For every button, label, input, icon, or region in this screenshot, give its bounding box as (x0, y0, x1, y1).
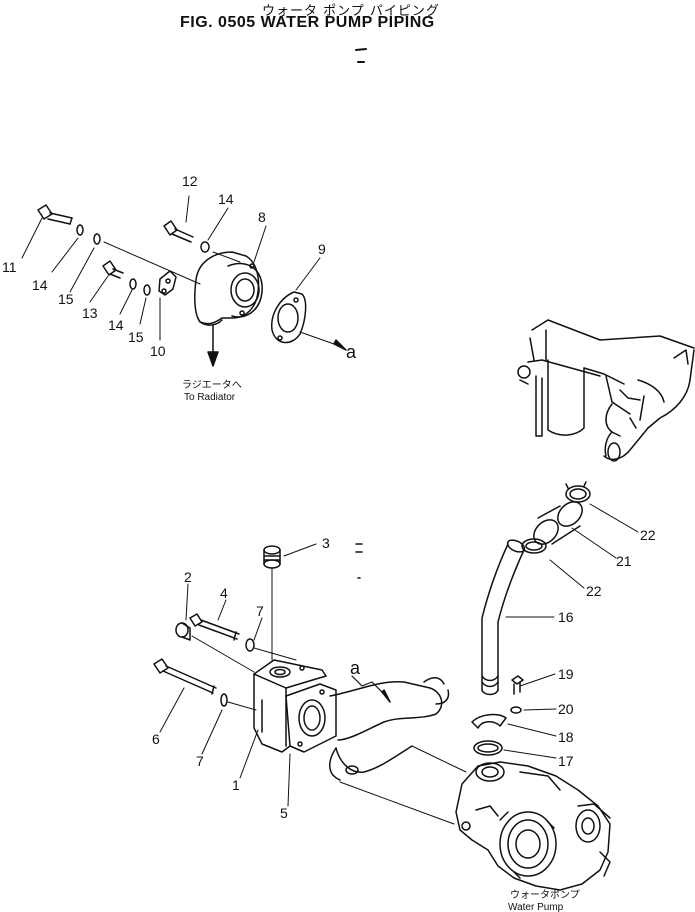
washer-7b (220, 693, 228, 707)
callout-7b: 7 (196, 753, 204, 769)
plug-3 (263, 545, 281, 569)
washer-15b (143, 284, 151, 296)
callout-2: 2 (184, 569, 192, 585)
callout-5: 4 (220, 585, 228, 601)
ref-arrow-a-upper (333, 339, 347, 351)
ref-label-a-upper: a (346, 342, 357, 362)
bolt-13 (102, 260, 124, 279)
callout-19: 19 (558, 666, 574, 682)
callout-14c: 14 (218, 191, 234, 207)
callout-7a: 7 (256, 603, 264, 619)
title-japanese: ウォータ ポンプ パイピング (262, 4, 440, 19)
callout-20: 20 (558, 701, 574, 717)
callout-6: 6 (152, 731, 160, 747)
callout-9: 9 (318, 241, 326, 257)
callout-8: 8 (258, 209, 266, 225)
bolt-5 (189, 613, 240, 641)
callout-21: 21 (616, 553, 632, 569)
to-radiator-en: To Radiator (184, 392, 236, 403)
plug-2 (175, 622, 191, 641)
bolt-12 (163, 220, 194, 243)
gasket-9 (271, 291, 307, 344)
callout-16: 16 (558, 609, 574, 625)
water-pump (455, 761, 611, 891)
bypass-pipe (329, 677, 450, 781)
ref-label-a-lower: a (350, 658, 361, 678)
callout-15b: 15 (128, 329, 144, 345)
callout-12: 12 (182, 173, 198, 189)
callout-22b: 22 (586, 583, 602, 599)
callout-3: 3 (322, 535, 330, 551)
clamp-22-lower (521, 538, 547, 554)
callout-15a: 15 (58, 291, 74, 307)
bolt-19 (511, 675, 524, 695)
thermostat-housing-1 (253, 659, 327, 753)
callout-14b: 14 (108, 317, 124, 333)
callout-10: 10 (150, 343, 166, 359)
gasket-4 (285, 683, 337, 753)
title-mark (355, 48, 367, 63)
washer-20 (510, 706, 522, 714)
arrow-to-radiator (207, 351, 219, 367)
water-pump-jp: ウォータポンプ (510, 889, 580, 901)
callout-14a: 14 (32, 277, 48, 293)
washer-14c (129, 278, 137, 290)
callout-17: 17 (558, 753, 574, 769)
ref-arrow-a-lower (381, 689, 391, 703)
to-radiator-jp: ラジエータへ (182, 379, 242, 391)
callout-13: 13 (82, 305, 98, 321)
o-ring-17 (473, 740, 503, 756)
figure-title: FIG. 0505 WATER PUMP PIPING (180, 14, 435, 31)
flange-18 (471, 713, 507, 729)
bolt-11 (37, 204, 73, 225)
bolt-6 (153, 658, 217, 695)
washer-15a (93, 233, 101, 245)
washer-7a (245, 638, 255, 652)
hose-21 (533, 501, 583, 545)
washer-14b (200, 241, 210, 253)
pipe-16 (481, 539, 526, 696)
radiator-outlet (517, 319, 695, 462)
callout-11: 11 (2, 259, 17, 275)
washer-14a (76, 224, 84, 236)
callout-4: 5 (280, 805, 288, 821)
water-pump-en: Water Pump (508, 902, 564, 912)
callout-1: 1 (232, 777, 240, 793)
callout-18: 18 (558, 729, 574, 745)
callout-22a: 22 (640, 527, 656, 543)
elbow-8 (194, 251, 263, 326)
clamp-22-upper (565, 481, 591, 503)
